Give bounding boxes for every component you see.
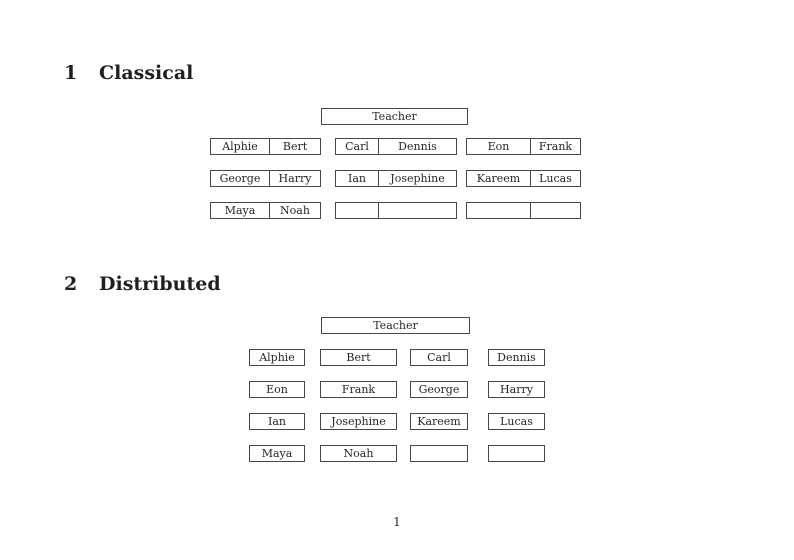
desk-box: Maya Noah <box>210 202 321 219</box>
desk-cell <box>530 203 580 218</box>
desk-box: George <box>410 381 468 398</box>
desk-cell: Maya <box>224 204 256 217</box>
desk-box: Ian <box>249 413 305 430</box>
teacher-label: Teacher <box>372 110 417 123</box>
desk-cell: Kareem <box>476 172 521 185</box>
desk-box: Kareem Lucas <box>466 170 581 187</box>
desk-box: Maya <box>249 445 305 462</box>
desk-cell: Eon <box>487 140 510 153</box>
section-heading-distributed: 2 Distributed <box>64 274 221 295</box>
section-number: 1 <box>64 62 78 84</box>
desk-cell: Harry <box>269 171 320 186</box>
desk-cell: Noah <box>343 447 374 460</box>
desk-box: Carl <box>410 349 468 366</box>
desk-box: Alphie Bert <box>210 138 321 155</box>
desk-box: Alphie <box>249 349 305 366</box>
teacher-box-distributed: Teacher <box>321 317 470 334</box>
desk-cell: Josephine <box>331 415 386 428</box>
desk-cell: Alphie <box>259 351 295 364</box>
desk-box: Noah <box>320 445 397 462</box>
desk-cell: Noah <box>269 203 320 218</box>
desk-cell: Dennis <box>378 139 456 154</box>
desk-cell: Frank <box>530 139 580 154</box>
desk-cell: Harry <box>500 383 533 396</box>
desk-box-empty <box>466 202 581 219</box>
desk-cell: Ian <box>348 172 366 185</box>
desk-box-empty <box>335 202 457 219</box>
teacher-box-classical: Teacher <box>321 108 468 125</box>
desk-cell: Josephine <box>378 171 456 186</box>
desk-cell: Ian <box>268 415 286 428</box>
desk-cell: Frank <box>341 383 376 396</box>
desk-cell: Dennis <box>497 351 536 364</box>
desk-cell: Carl <box>427 351 451 364</box>
desk-box: Josephine <box>320 413 397 430</box>
desk-box: Harry <box>488 381 545 398</box>
desk-box: Bert <box>320 349 397 366</box>
desk-box-empty <box>488 445 545 462</box>
desk-cell: Bert <box>346 351 371 364</box>
desk-box: George Harry <box>210 170 321 187</box>
desk-cell: Alphie <box>222 140 258 153</box>
desk-box-empty <box>410 445 468 462</box>
desk-box: Eon Frank <box>466 138 581 155</box>
desk-cell: Maya <box>261 447 293 460</box>
desk-box: Frank <box>320 381 397 398</box>
desk-cell: Eon <box>266 383 288 396</box>
desk-cell: George <box>219 172 261 185</box>
desk-cell: Kareem <box>417 415 461 428</box>
section-number: 2 <box>64 273 78 295</box>
section-title: Distributed <box>99 273 221 295</box>
section-title: Classical <box>99 62 194 84</box>
desk-cell: Lucas <box>530 171 580 186</box>
desk-box: Kareem <box>410 413 468 430</box>
desk-cell: Carl <box>345 140 369 153</box>
desk-box: Ian Josephine <box>335 170 457 187</box>
teacher-label: Teacher <box>373 319 418 332</box>
desk-box: Dennis <box>488 349 545 366</box>
section-heading-classical: 1 Classical <box>64 63 193 84</box>
desk-cell: George <box>418 383 460 396</box>
desk-box: Lucas <box>488 413 545 430</box>
desk-cell <box>378 203 456 218</box>
desk-cell: Bert <box>269 139 320 154</box>
desk-box: Carl Dennis <box>335 138 457 155</box>
desk-box: Eon <box>249 381 305 398</box>
desk-cell: Lucas <box>500 415 533 428</box>
page-number: 1 <box>393 515 401 529</box>
